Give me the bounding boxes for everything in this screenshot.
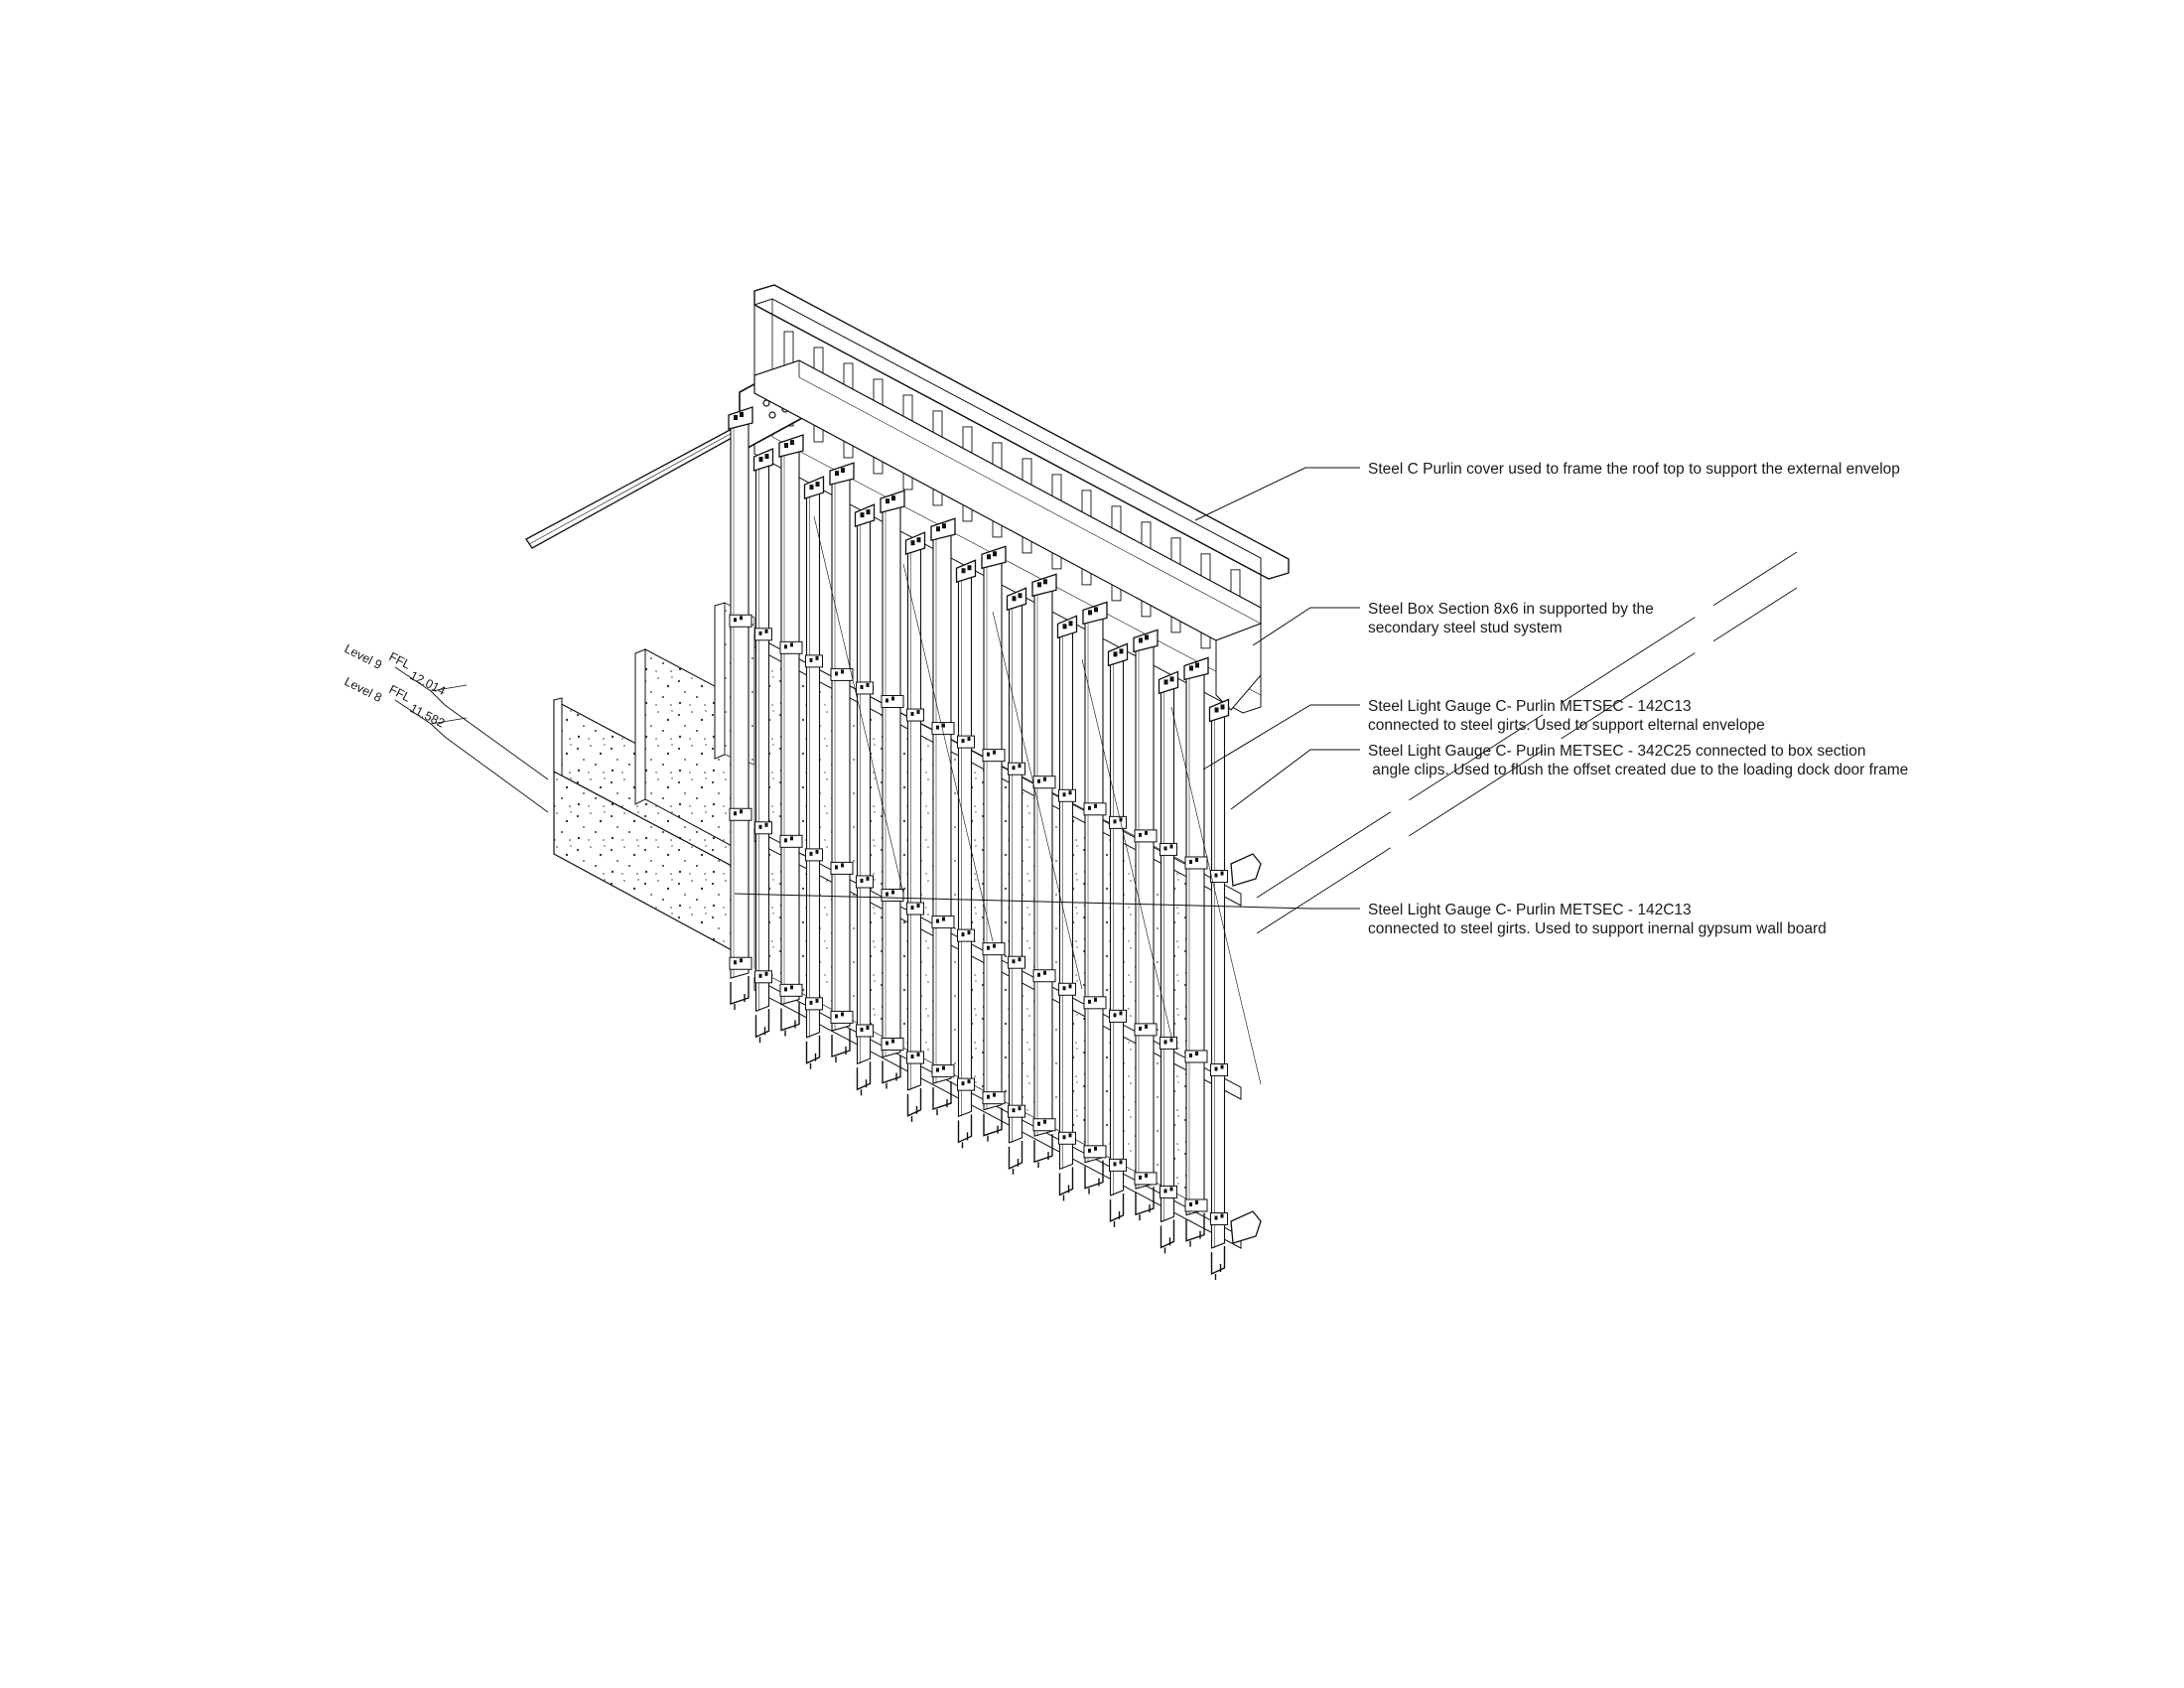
bolt [768, 411, 776, 419]
note-purlin-342c25-line-1: Steel Light Gauge C- Purlin METSEC - 342… [1368, 743, 1865, 760]
c-purlin-stud [1006, 587, 1027, 1175]
level-8-elevation: 11.582 [408, 701, 448, 730]
level-8-tag: FFL [387, 682, 413, 705]
c-purlin-stud [1208, 698, 1230, 1280]
c-purlin-stud [904, 531, 926, 1122]
c-purlin-stud [1107, 642, 1129, 1227]
c-purlin-stud [880, 490, 905, 1089]
note-box-section-line-2: secondary steel stud system [1368, 620, 1563, 636]
c-purlin-stud [955, 559, 977, 1149]
c-purlin-stud [803, 476, 825, 1069]
c-purlin-stud [1183, 656, 1209, 1247]
c-purlin-stud [778, 434, 804, 1037]
annotation-notes: Steel C Purlin cover used to frame the r… [1368, 461, 1908, 937]
level-markers: Level 9 FFL 12.014 Level 8 FFL 11.582 [342, 641, 549, 813]
note-purlin-342c25-line-2: angle clips. Used to flush the offset cr… [1368, 762, 1908, 778]
construction-lines [1256, 551, 1798, 934]
c-purlin-stud [930, 517, 956, 1116]
level-9-tag: FFL [387, 649, 413, 672]
note-purlin-142c13-external-line-1: Steel Light Gauge C- Purlin METSEC - 142… [1368, 698, 1692, 715]
level-8-name: Level 8 [342, 674, 384, 705]
c-purlin-stud [854, 503, 876, 1096]
level-9-elevation: 12.014 [408, 668, 448, 698]
angle-clips [1230, 853, 1262, 1244]
c-purlin-stud [829, 462, 855, 1063]
c-purlin-stud [981, 545, 1007, 1142]
c-purlin-stud [752, 448, 774, 1044]
bracing [813, 515, 1262, 1085]
c-purlin-stud [728, 406, 753, 1010]
c-purlin-stud [1133, 629, 1159, 1221]
note-c-purlin-cover-line-1: Steel C Purlin cover used to frame the r… [1368, 461, 1900, 478]
box-section-top [753, 359, 1262, 711]
note-purlin-142c13-internal-line-1: Steel Light Gauge C- Purlin METSEC - 142… [1368, 902, 1692, 918]
note-purlin-142c13-external-line-2: connected to steel girts. Used to suppor… [1368, 717, 1765, 734]
c-purlin-stud [1031, 573, 1057, 1169]
note-purlin-142c13-internal-line-2: connected to steel girts. Used to suppor… [1368, 920, 1827, 937]
c-purlin-studs [728, 406, 1262, 1280]
leader-lines [734, 467, 1360, 910]
c-purlin-stud [1056, 615, 1078, 1201]
c-purlin-stud [1082, 601, 1108, 1195]
level-9-name: Level 9 [342, 641, 384, 672]
c-purlin-stud [1158, 670, 1179, 1254]
roof-cantilever-arm [525, 420, 753, 549]
note-box-section-line-1: Steel Box Section 8x6 in supported by th… [1368, 601, 1654, 618]
